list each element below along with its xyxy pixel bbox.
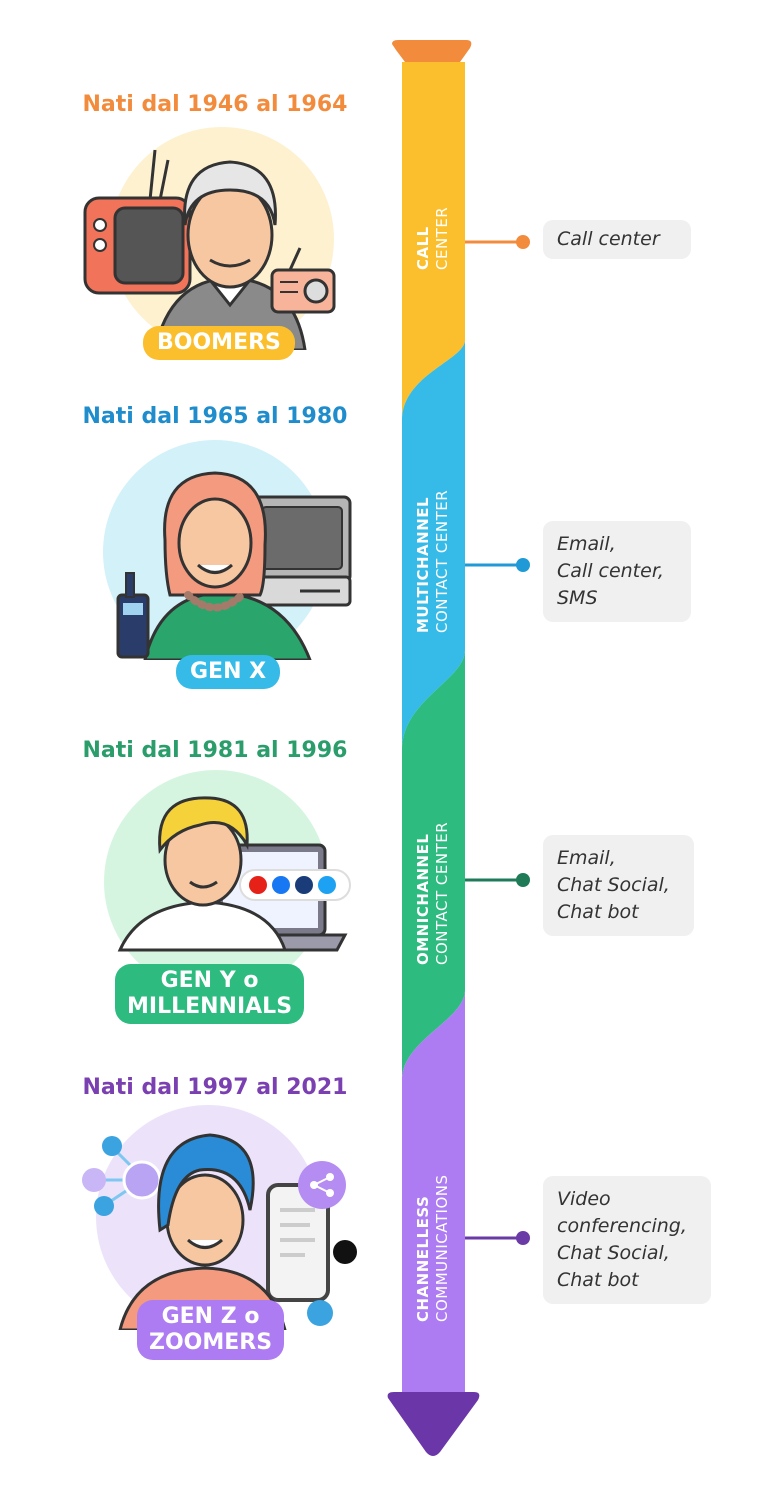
channel-bubble-3: Email, Chat Social, Chat bot bbox=[543, 835, 694, 936]
timeline-bottom-arrow bbox=[387, 1392, 480, 1456]
channel-bubble-2: Email, Call center, SMS bbox=[543, 521, 691, 622]
gen-label-gen-x: GEN X bbox=[176, 655, 281, 689]
segment-call-center bbox=[402, 62, 465, 420]
cloud-icon bbox=[82, 1168, 106, 1192]
gen-label-gen-y: GEN Y o MILLENNIALS bbox=[115, 964, 305, 1024]
gen-title-gen-z: Nati dal 1997 al 2021 bbox=[82, 1075, 348, 1100]
connector-dot-4 bbox=[516, 1231, 530, 1245]
gen-label-gen-z: GEN Z o ZOOMERS bbox=[137, 1300, 285, 1360]
wifi-icon bbox=[94, 1196, 114, 1216]
channel-bubble-1: Call center bbox=[543, 220, 691, 259]
gen-label-boomers: BOOMERS bbox=[143, 326, 295, 360]
youtube-icon bbox=[249, 876, 267, 894]
gen-title-gen-y: Nati dal 1981 al 1996 bbox=[82, 738, 348, 763]
segment-omnichannel bbox=[402, 650, 465, 1080]
connector-dot-1 bbox=[516, 235, 530, 249]
globe-icon bbox=[122, 1160, 162, 1200]
facebook-icon bbox=[272, 876, 290, 894]
gen-title-boomers: Nati dal 1946 al 1964 bbox=[82, 92, 348, 117]
chat-icon bbox=[295, 876, 313, 894]
gen-x-illustration bbox=[116, 471, 352, 660]
channel-bubble-4: Video conferencing, Chat Social, Chat bo… bbox=[543, 1176, 711, 1304]
connector-dot-2 bbox=[516, 558, 530, 572]
like-icon bbox=[307, 1300, 333, 1326]
segment-multichannel bbox=[402, 340, 465, 750]
gen-z-illustration bbox=[82, 1133, 357, 1330]
connector-dot-3 bbox=[516, 873, 530, 887]
tiktok-icon bbox=[333, 1240, 357, 1264]
share-icon bbox=[298, 1161, 346, 1209]
settings-icon bbox=[102, 1136, 122, 1156]
segment-channelless bbox=[402, 990, 465, 1400]
gen-title-gen-x: Nati dal 1965 al 1980 bbox=[82, 404, 348, 429]
gen-y-illustration bbox=[117, 796, 351, 952]
twitter-icon bbox=[318, 876, 336, 894]
boomers-illustration bbox=[83, 149, 336, 350]
